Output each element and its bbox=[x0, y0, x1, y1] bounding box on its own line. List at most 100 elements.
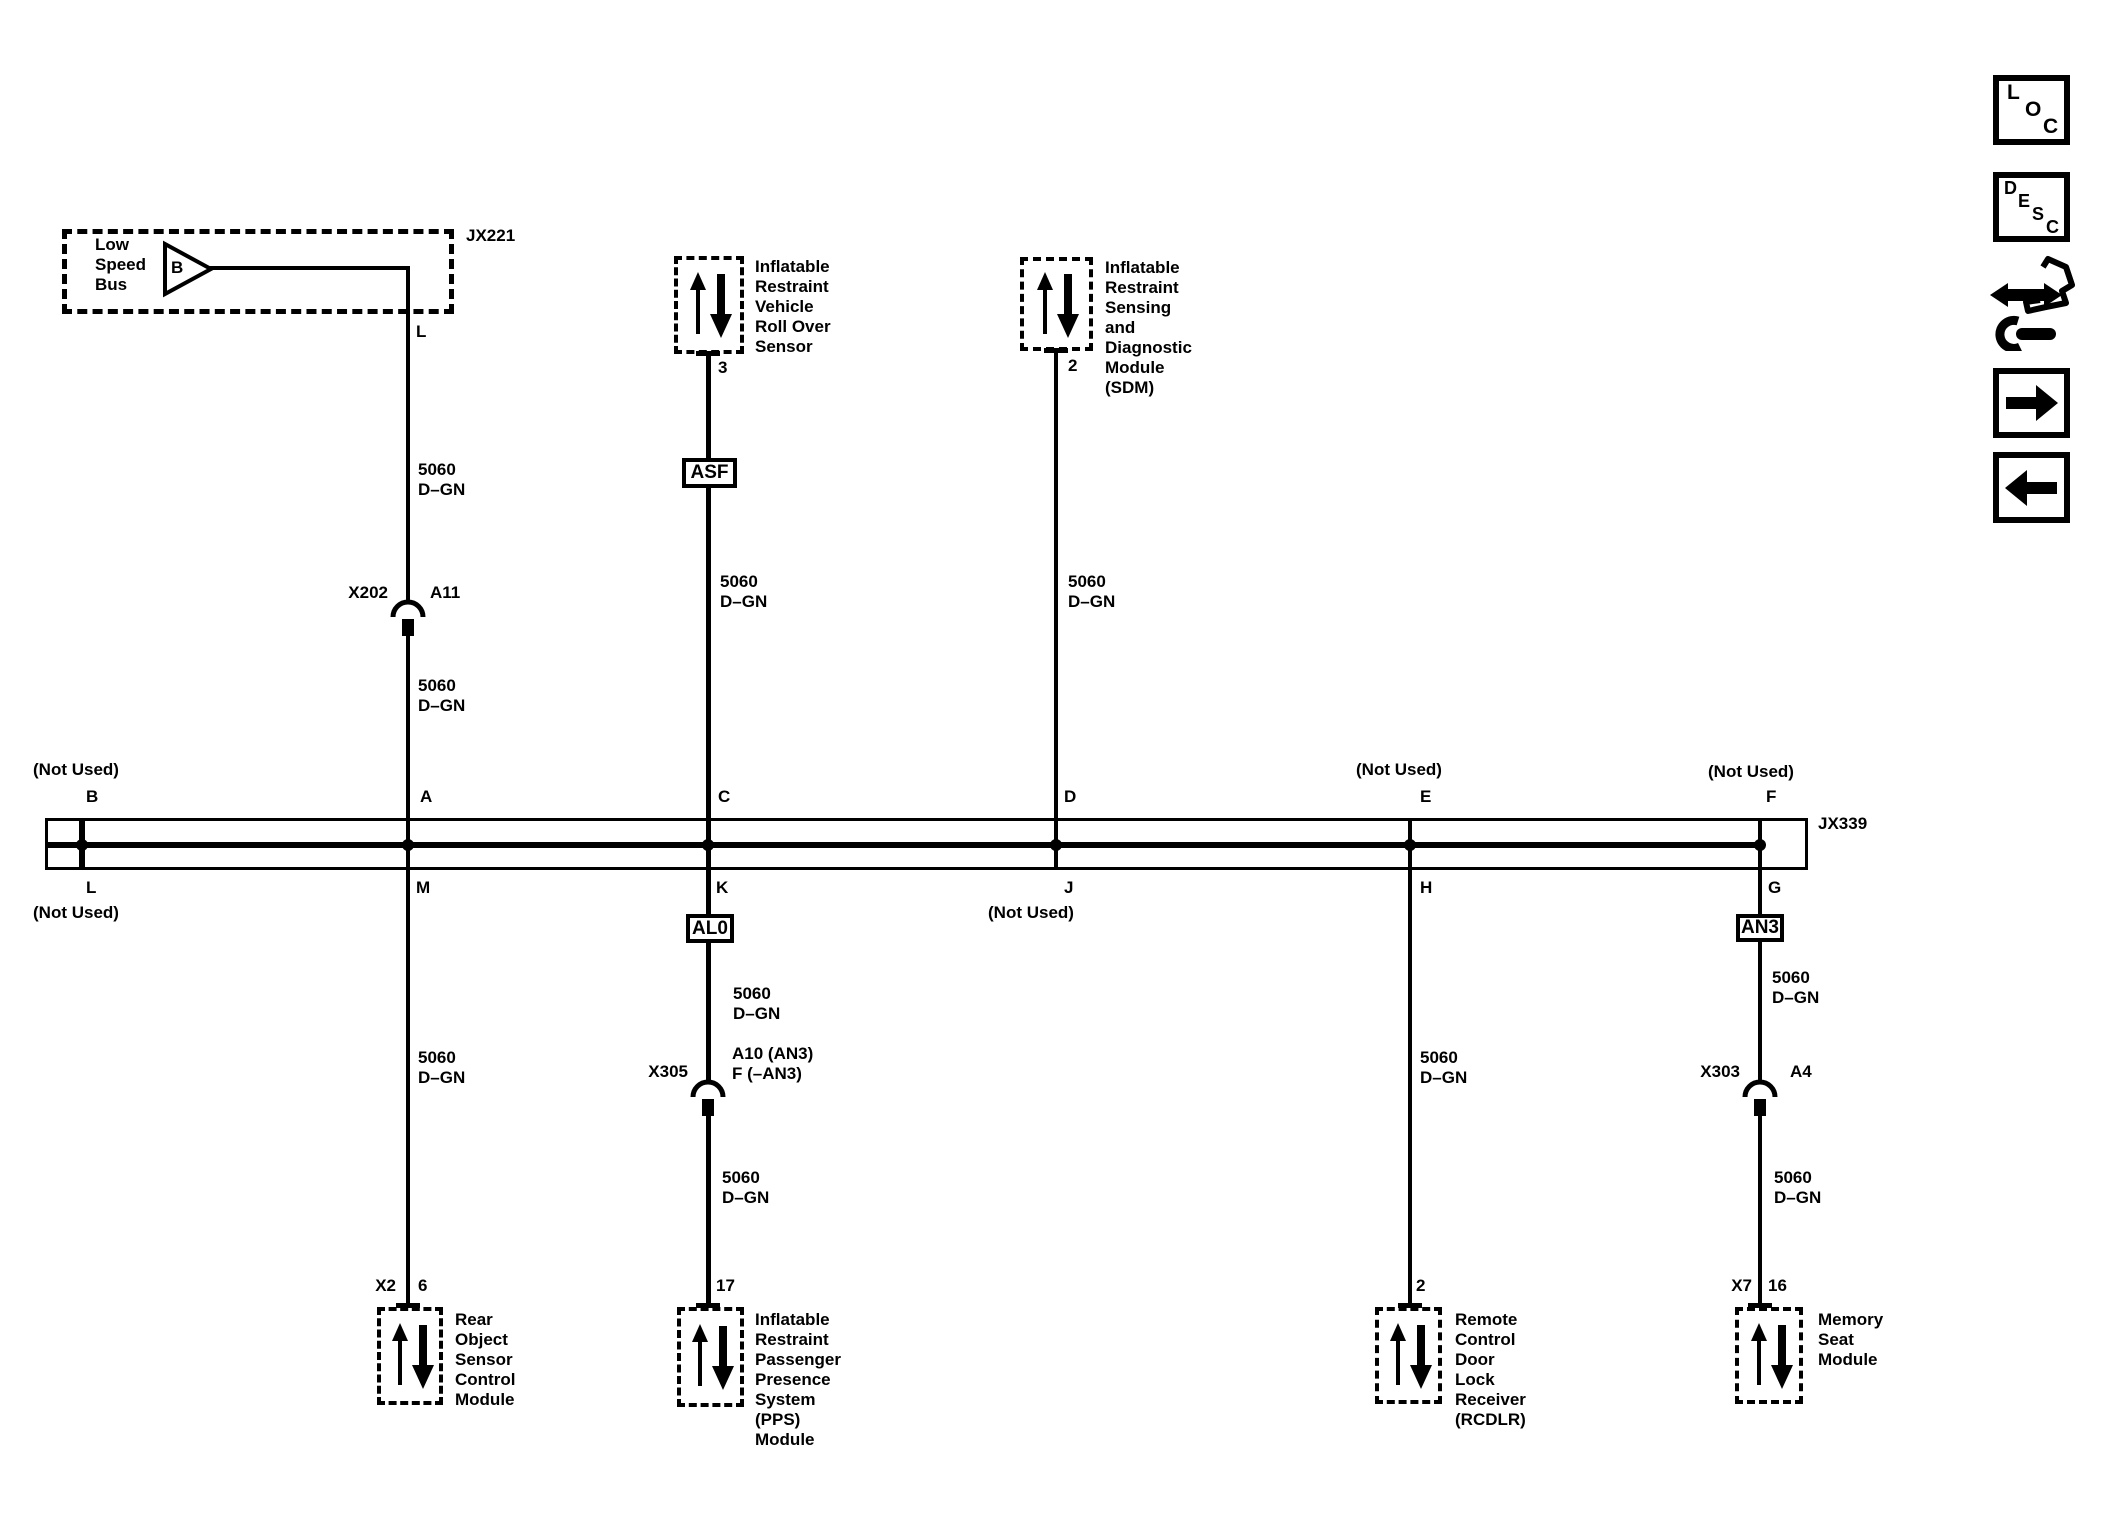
wire-col2-a bbox=[706, 355, 711, 458]
terminal-tick bbox=[1044, 348, 1068, 353]
arrow-right-icon bbox=[2006, 385, 2058, 421]
terminal-tick bbox=[396, 1303, 420, 1308]
wire-gate-horizontal bbox=[208, 266, 408, 270]
pps-pin: 17 bbox=[716, 1276, 735, 1295]
terminal-tick bbox=[696, 351, 720, 356]
terminal-j: J bbox=[1064, 878, 1074, 897]
wire-col4 bbox=[1408, 819, 1412, 1307]
desc-letter: E bbox=[2018, 191, 2031, 211]
loc-letter: O bbox=[2025, 98, 2042, 121]
signal-arrows-icon bbox=[692, 1324, 734, 1390]
repair-tool-icon[interactable] bbox=[1988, 255, 2080, 351]
pps-module-box bbox=[677, 1307, 744, 1407]
inline-connector-x202-icon bbox=[390, 599, 426, 636]
wire-col3 bbox=[1054, 352, 1058, 870]
signal-arrows-icon bbox=[1390, 1323, 1432, 1389]
terminal-h: H bbox=[1420, 878, 1433, 897]
terminal-tick bbox=[1398, 1303, 1422, 1308]
wire-col5-b bbox=[1758, 1113, 1762, 1307]
jx339-label: JX339 bbox=[1818, 814, 1868, 833]
desc-letter: D bbox=[2004, 178, 2017, 198]
not-used-note: (Not Used) bbox=[33, 760, 119, 779]
rcdlr-pin: 2 bbox=[1416, 1276, 1426, 1295]
not-used-note: (Not Used) bbox=[988, 903, 1074, 922]
connector-x303-cavity: A4 bbox=[1790, 1062, 1812, 1081]
terminal-l: L bbox=[86, 878, 97, 897]
wire-col2-c bbox=[706, 1113, 711, 1307]
bus-gate-triangle-icon bbox=[163, 240, 214, 298]
jx221-label: JX221 bbox=[466, 226, 516, 245]
connector-x202-label: X202 bbox=[348, 583, 388, 602]
inline-connector-x303-icon bbox=[1742, 1079, 1778, 1116]
splice-an3: AN3 bbox=[1736, 914, 1784, 942]
rcdlr-box bbox=[1375, 1307, 1442, 1404]
connector-x303-label: X303 bbox=[1700, 1062, 1740, 1081]
signal-arrows-icon bbox=[1037, 272, 1079, 338]
jx339-splice-pack bbox=[45, 818, 1808, 870]
gate-letter: B bbox=[171, 258, 184, 277]
desc-letter: C bbox=[2046, 217, 2059, 237]
memory-seat-pin: 16 bbox=[1768, 1276, 1787, 1295]
rollover-sensor-box bbox=[674, 256, 744, 354]
sdm-box bbox=[1020, 257, 1093, 351]
loc-letter: C bbox=[2043, 115, 2059, 138]
terminal-k: K bbox=[716, 878, 729, 897]
terminal-b: B bbox=[86, 787, 99, 806]
terminal-f: F bbox=[1766, 787, 1777, 806]
loc-button[interactable]: L O C bbox=[1993, 75, 2070, 145]
junction-dot bbox=[402, 839, 414, 851]
not-used-note: (Not Used) bbox=[33, 903, 119, 922]
splice-asf: ASF bbox=[682, 458, 737, 488]
wire-col2-b bbox=[706, 488, 711, 1080]
desc-button[interactable]: D E S C bbox=[1993, 172, 2070, 242]
connector-x202-cavity: A11 bbox=[430, 583, 461, 602]
sdm-pin: 2 bbox=[1068, 356, 1078, 375]
inline-connector-x305-icon bbox=[690, 1079, 726, 1116]
memory-seat-box bbox=[1735, 1307, 1803, 1404]
connector-x305-cavities: A10 (AN3) F (–AN3) bbox=[732, 1044, 814, 1083]
terminal-tick bbox=[1748, 1303, 1772, 1308]
not-used-note: (Not Used) bbox=[1356, 760, 1442, 779]
arrow-left-icon bbox=[2005, 470, 2057, 506]
jx339-bus-line bbox=[48, 842, 1760, 848]
desc-letter: S bbox=[2032, 204, 2045, 224]
wire-col1-upper bbox=[406, 266, 410, 602]
wire-col5-a bbox=[1758, 819, 1762, 1080]
signal-arrows-icon bbox=[392, 1323, 434, 1389]
wire-col1-lower bbox=[406, 634, 410, 1307]
terminal-d: D bbox=[1064, 787, 1077, 806]
junction-dot bbox=[76, 839, 88, 851]
terminal-tick bbox=[696, 1303, 720, 1308]
memory-seat-connector: X7 bbox=[1731, 1276, 1752, 1295]
back-button[interactable] bbox=[1993, 452, 2070, 523]
jx221-terminal-l: L bbox=[416, 322, 427, 341]
terminal-g: G bbox=[1768, 878, 1782, 897]
next-button[interactable] bbox=[1993, 368, 2070, 438]
jx221-connector-box bbox=[62, 229, 454, 314]
rear-object-pin: 6 bbox=[418, 1276, 428, 1295]
loc-letter: L bbox=[2007, 81, 2020, 104]
rear-object-sensor-box bbox=[377, 1307, 443, 1405]
connector-x305-label: X305 bbox=[648, 1062, 688, 1081]
signal-arrows-icon bbox=[1751, 1323, 1793, 1389]
rear-object-connector: X2 bbox=[375, 1276, 396, 1295]
rollover-sensor-pin: 3 bbox=[718, 358, 728, 377]
